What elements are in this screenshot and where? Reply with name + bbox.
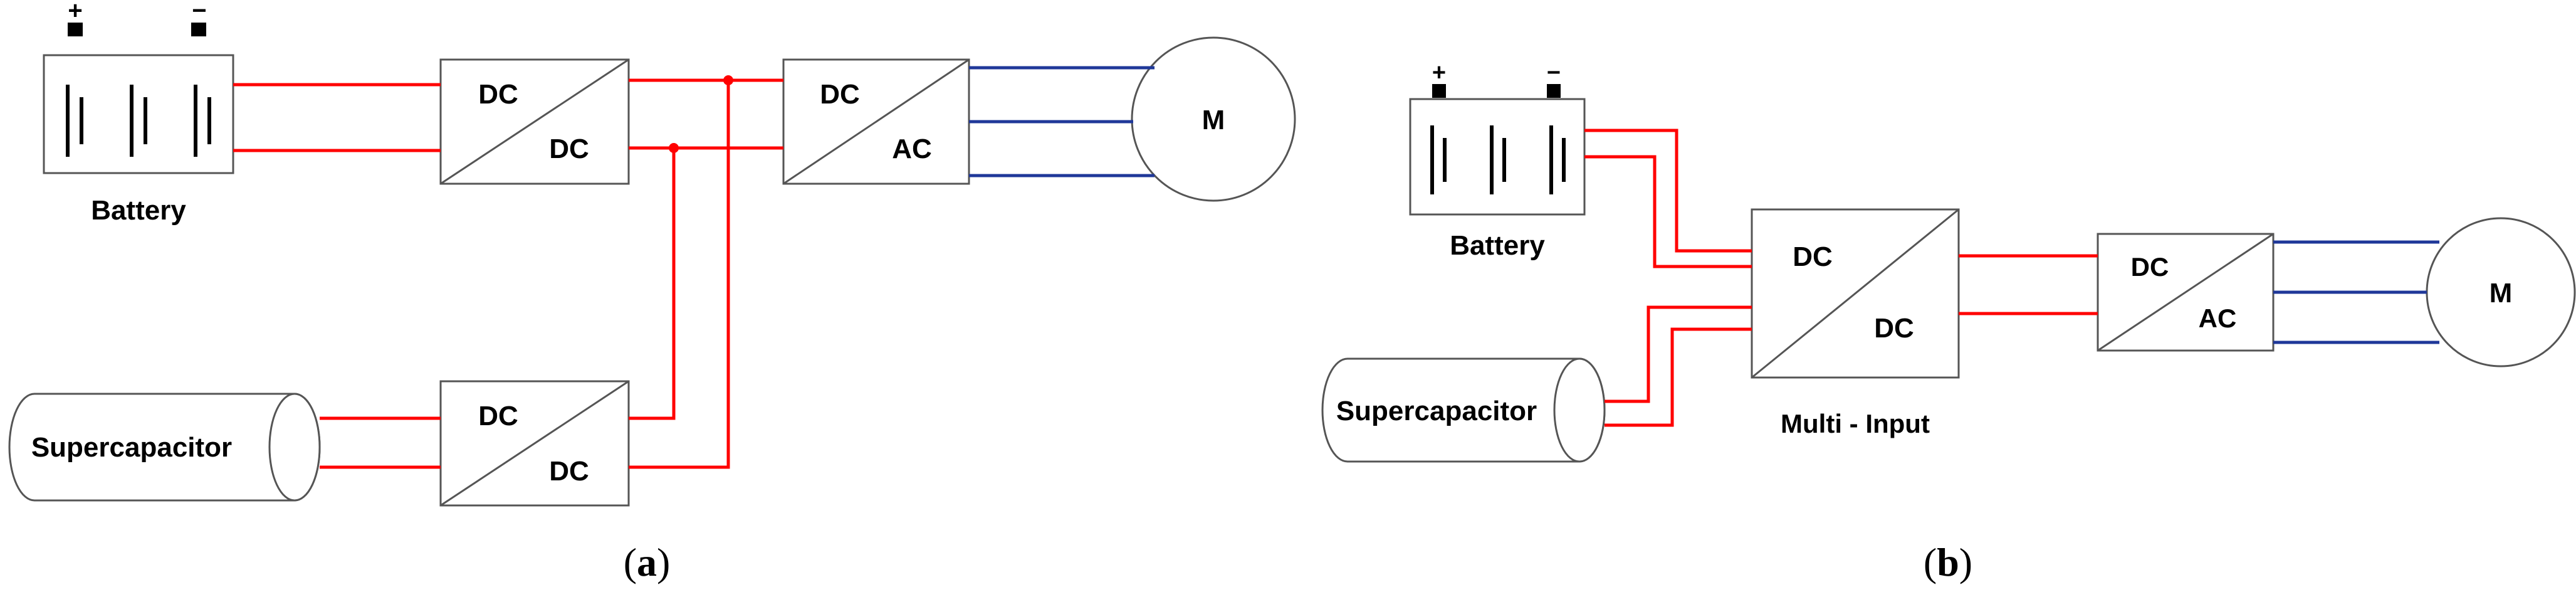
inverter-a-output-label: AC — [892, 134, 932, 164]
caption-b-close-paren: ) — [1959, 540, 1972, 584]
inverter-b: DC AC — [2097, 233, 2275, 352]
panel-b: + − Battery Supercapacitor DC DC Multi -… — [1321, 60, 2576, 584]
wires-b — [1584, 129, 2439, 427]
multi-input-converter-output-label: DC — [1874, 313, 1914, 344]
supercapacitor-a: Supercapacitor — [8, 393, 321, 502]
caption-b-open-paren: ( — [1924, 540, 1937, 584]
dc-wire — [629, 148, 676, 420]
caption-a-close-paren: ) — [657, 540, 670, 584]
battery-a-label: Battery — [91, 195, 186, 226]
caption-a-letter: a — [637, 540, 657, 584]
inverter-b-divider — [2097, 233, 2274, 352]
battery-b-body — [1409, 98, 1586, 216]
multi-input-converter-divider — [1751, 208, 1959, 379]
battery-a-negative-terminal — [191, 23, 206, 36]
inverter-b-input-label: DC — [2131, 252, 2169, 282]
motor-a-label: M — [1202, 105, 1225, 135]
battery-a-minus-sign: − — [192, 0, 206, 24]
wires-a — [233, 66, 1154, 469]
inverter-a-input-label: DC — [820, 79, 860, 110]
supercapacitor-b-label: Supercapacitor — [1336, 396, 1537, 426]
dc-wire — [1584, 155, 1752, 268]
dcdc-a-bottom-input-label: DC — [478, 401, 518, 431]
dcdc-converter-a-top: DC DC — [439, 58, 630, 185]
dcdc-a-top-output-label: DC — [549, 134, 589, 164]
battery-a-body — [43, 54, 234, 174]
battery-b: + − Battery — [1409, 60, 1586, 261]
supercapacitor-a-end-cap — [268, 393, 321, 502]
multi-input-converter-label: Multi - Input — [1781, 409, 1930, 438]
battery-b-positive-terminal — [1432, 84, 1446, 98]
caption-a-open-paren: ( — [624, 540, 637, 584]
motor-a: M — [1131, 36, 1296, 202]
battery-b-negative-terminal — [1547, 84, 1561, 98]
supercapacitor-a-label: Supercapacitor — [31, 432, 232, 463]
multi-input-converter-input-label: DC — [1793, 241, 1833, 272]
dcdc-a-top-input-label: DC — [478, 79, 518, 110]
battery-a: + − Battery — [43, 0, 234, 226]
supercapacitor-b-end-cap — [1553, 357, 1606, 463]
junction-dot — [723, 75, 733, 85]
dcdc-converter-a-bottom: DC DC — [439, 380, 630, 507]
inverter-a: DC AC — [782, 58, 970, 185]
dcdc-a-bottom-output-label: DC — [549, 456, 589, 487]
panel-a: + − Battery DC DC DC AC M — [8, 0, 1296, 584]
battery-b-minus-sign: − — [1547, 60, 1561, 86]
motor-a-circle — [1131, 36, 1296, 202]
battery-b-label: Battery — [1450, 230, 1545, 261]
dcdc-a-bottom-divider — [440, 380, 629, 507]
dc-wire — [629, 80, 730, 469]
caption-b-letter: b — [1937, 540, 1959, 584]
dc-wire — [1605, 305, 1752, 403]
caption-a: (a) — [624, 540, 671, 584]
caption-b: (b) — [1924, 540, 1972, 584]
multi-input-converter: DC DC Multi - Input — [1751, 208, 1960, 438]
motor-b-label: M — [2490, 278, 2513, 309]
dc-wire — [1605, 327, 1752, 427]
battery-a-plus-sign: + — [68, 0, 82, 24]
supercapacitor-b: Supercapacitor — [1321, 357, 1606, 463]
inverter-a-divider — [783, 58, 970, 185]
inverter-b-output-label: AC — [2199, 304, 2237, 333]
dcdc-a-top-divider — [440, 58, 629, 185]
battery-a-positive-terminal — [68, 23, 83, 36]
motor-b: M — [2426, 217, 2576, 367]
dc-wire — [1584, 129, 1752, 253]
battery-b-plus-sign: + — [1432, 60, 1446, 86]
junction-dot — [669, 143, 679, 153]
